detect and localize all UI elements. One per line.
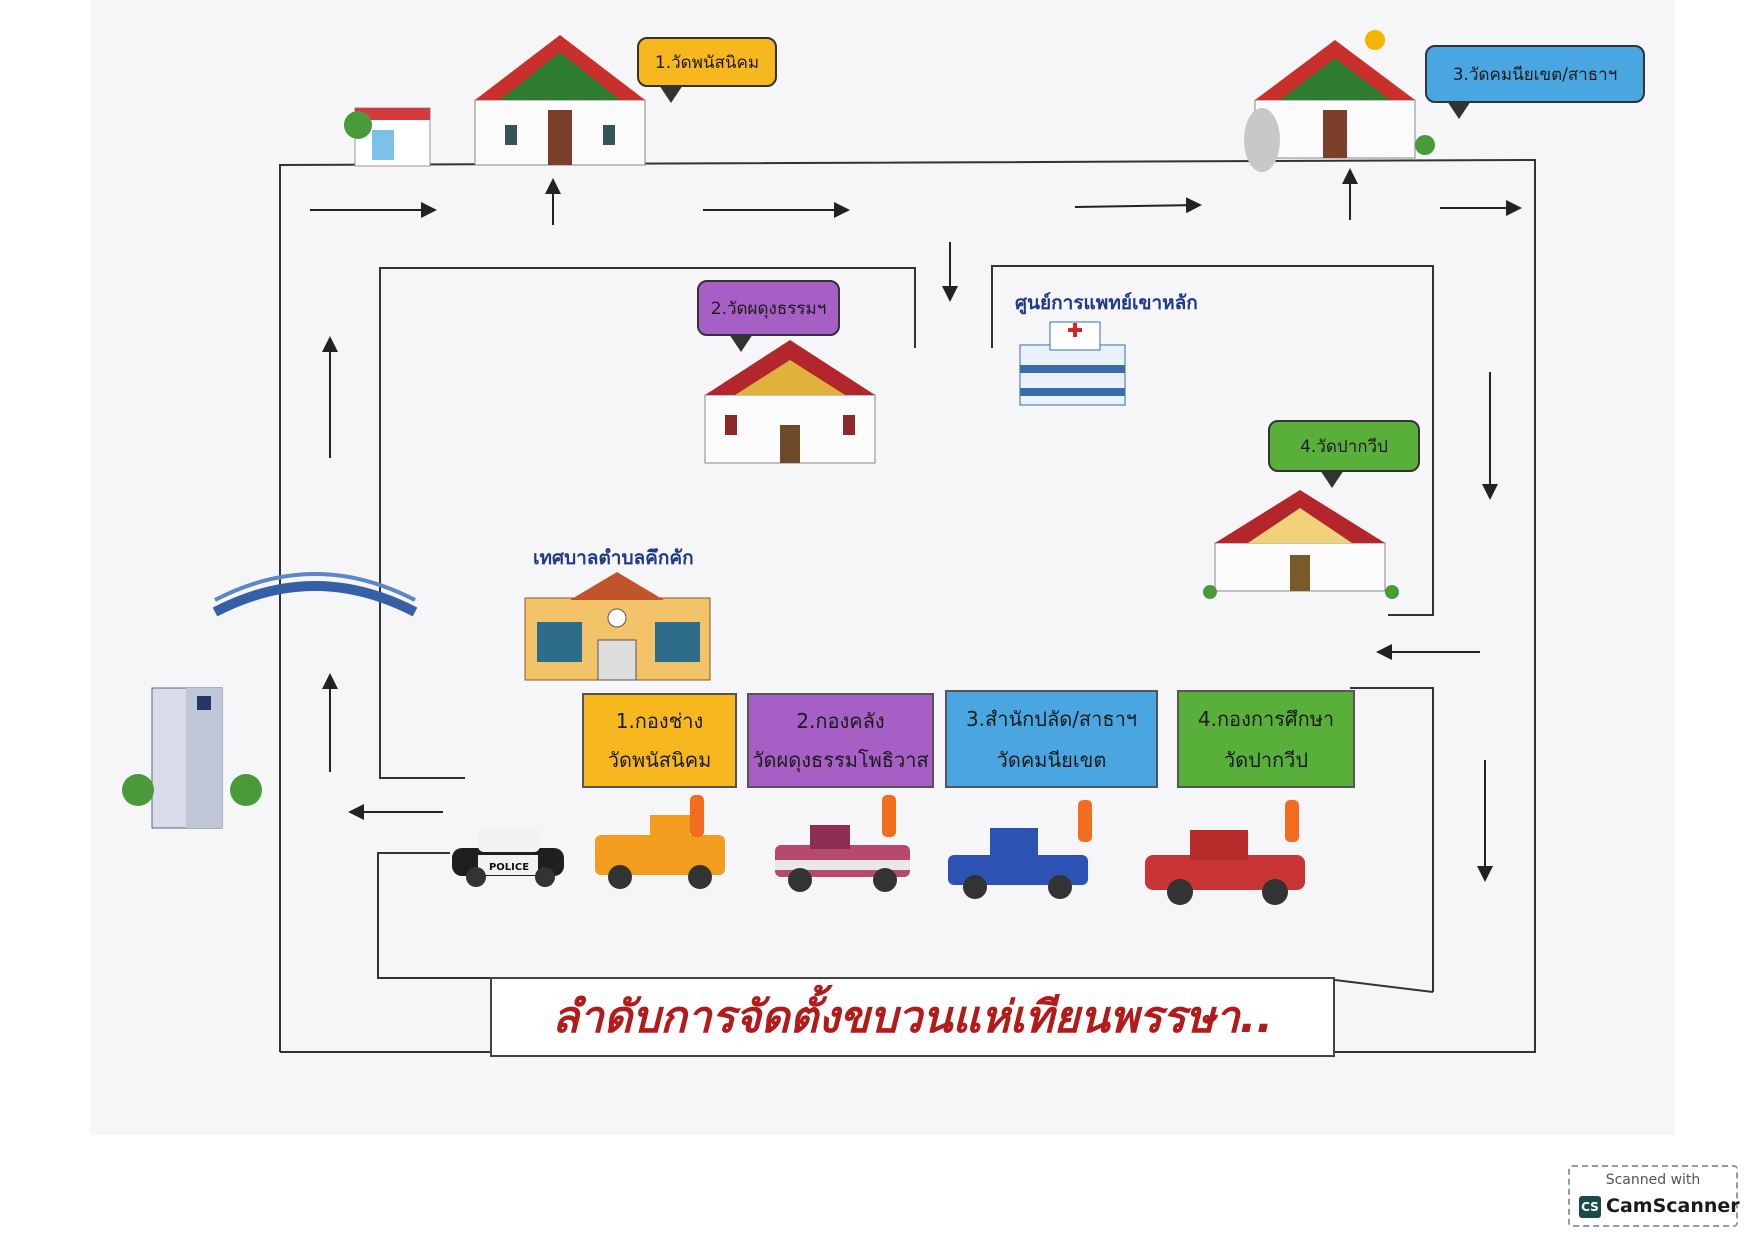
convoy-box-1: 1.กองช่าง วัดพนัสนิคม <box>582 693 737 788</box>
convoy-box-1-line1: 1.กองช่าง <box>615 708 704 733</box>
convoy-box-1-line2: วัดพนัสนิคม <box>607 748 712 773</box>
convoy-box-3: 3.สำนักปลัด/สาธาฯ วัดคมนียเขต <box>945 690 1158 788</box>
convoy-box-2-line2: วัดผดุงธรรมโพธิวาส <box>752 748 929 773</box>
convoy-box-4: 4.กองการศึกษา วัดปากวีป <box>1177 690 1355 788</box>
convoy-box-4-line2: วัดปากวีป <box>1223 747 1309 772</box>
temple-3-icon <box>1244 30 1435 172</box>
truck-red-icon <box>1145 800 1305 905</box>
temple-2-callout: 2.วัดผดุงธรรมฯ <box>697 280 840 352</box>
arrow-east <box>1074 197 1202 214</box>
temple-4-icon <box>1203 490 1399 599</box>
temple-1-label: 1.วัดพนัสนิคม <box>654 52 760 73</box>
route-arrows <box>310 168 1522 882</box>
police-station-icon <box>122 687 262 829</box>
temple-4-label: 4.วัดปากวีป <box>1300 436 1388 457</box>
convoy-box-2-line1: 2.กองคลัง <box>796 708 885 733</box>
temple-2-icon <box>704 340 876 464</box>
hospital-icon <box>1019 321 1126 406</box>
convoy-box-4-line1: 4.กองการศึกษา <box>1197 706 1335 731</box>
police-car-icon: POLICE <box>452 828 564 887</box>
camscanner-logo-icon: CS <box>1579 1196 1601 1218</box>
temple-1-callout: 1.วัดพนัสนิคม <box>637 37 777 103</box>
temple-2-label: 2.วัดผดุงธรรมฯ <box>710 298 827 319</box>
truck-orange-icon <box>595 795 725 889</box>
scanned-map-background <box>90 0 1675 1135</box>
scanned-with-text: Scanned with <box>1605 1172 1701 1188</box>
temple-1-icon <box>344 35 646 167</box>
map-title: ลำดับการจัดตั้งขบวนแห่เทียนพรรษา.. <box>551 992 1274 1043</box>
temple-3-label: 3.วัดคมนียเขต/สาธาฯ <box>1452 64 1618 85</box>
truck-magenta-icon <box>775 795 910 892</box>
outer-road <box>279 158 1536 1053</box>
convoy-box-3-line1: 3.สำนักปลัด/สาธาฯ <box>965 706 1138 731</box>
municipality-label: เทศบาลตำบลคึกคัก <box>533 547 694 569</box>
convoy-box-3-line2: วัดคมนียเขต <box>996 747 1107 772</box>
camscanner-badge: Scanned with CS CamScanner <box>1568 1165 1740 1227</box>
title-box: ลำดับการจัดตั้งขบวนแห่เทียนพรรษา.. <box>490 977 1335 1057</box>
police-car-text: POLICE <box>489 862 529 873</box>
camscanner-text: CamScanner <box>1606 1195 1740 1217</box>
truck-blue-icon <box>948 800 1092 899</box>
inner-road <box>377 265 1434 993</box>
temple-4-callout: 4.วัดปากวีป <box>1268 420 1420 488</box>
municipality-building-icon <box>524 572 711 681</box>
convoy-box-2: 2.กองคลัง วัดผดุงธรรมโพธิวาส <box>747 693 934 788</box>
hospital-label: ศูนย์การแพทย์เขาหลัก <box>1015 292 1198 314</box>
bridge-icon <box>212 572 418 617</box>
temple-3-callout: 3.วัดคมนียเขต/สาธาฯ <box>1425 45 1645 119</box>
